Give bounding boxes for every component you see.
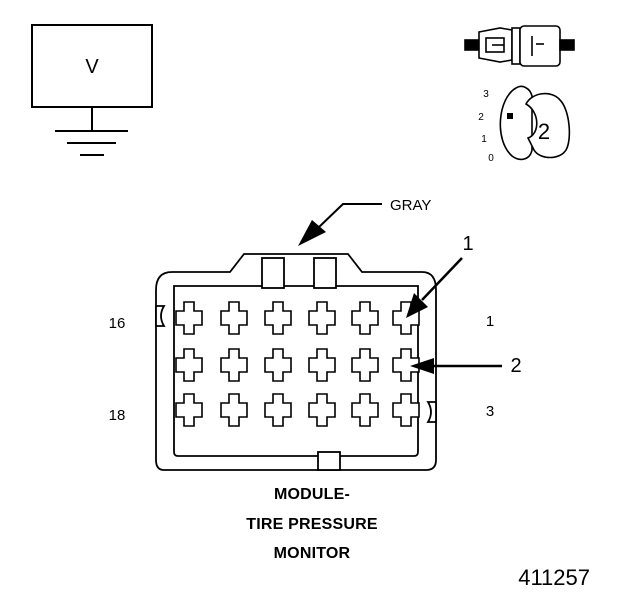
voltmeter-label: V — [85, 56, 99, 78]
cavity — [392, 348, 420, 382]
title-line-3: MONITOR — [273, 545, 351, 562]
position-label-1: 1 — [481, 134, 487, 145]
cavity-label-18: 18 — [109, 407, 126, 424]
cavity-label-3: 3 — [486, 403, 494, 420]
figure-number: 411257 — [518, 565, 590, 590]
cavity — [220, 301, 248, 335]
cavity — [175, 393, 203, 427]
cavity — [175, 301, 203, 335]
position-label-3: 3 — [483, 89, 489, 100]
callout-arrow-1 — [406, 257, 463, 318]
cavity — [175, 348, 203, 382]
cavity — [264, 348, 292, 382]
cavity — [351, 393, 379, 427]
callout-1-label: 1 — [462, 233, 473, 255]
position-label-2: 2 — [478, 112, 484, 123]
voltmeter-symbol — [31, 24, 153, 156]
cavity — [351, 301, 379, 335]
inset-callout-2: 2 — [538, 119, 550, 144]
cavity — [264, 301, 292, 335]
position-label-0: 0 — [488, 153, 494, 164]
title-line-2: TIRE PRESSURE — [246, 516, 378, 533]
cavity — [351, 348, 379, 382]
title-line-1: MODULE- — [273, 486, 351, 503]
cavity — [308, 348, 336, 382]
callout-arrow-2 — [410, 358, 502, 374]
wire-color-label: GRAY — [390, 197, 431, 214]
cavity — [308, 301, 336, 335]
callout-2-label: 2 — [510, 355, 521, 377]
terminal-end-view-icon — [499, 85, 571, 161]
cavity — [392, 393, 420, 427]
cavity-label-16: 16 — [109, 315, 126, 332]
cavity-label-1: 1 — [486, 313, 494, 330]
cavity — [264, 393, 292, 427]
cavity — [220, 348, 248, 382]
cavity — [220, 393, 248, 427]
cavity — [308, 393, 336, 427]
gray-leader-arrow — [298, 203, 382, 246]
probe-terminal-icon — [464, 25, 575, 67]
